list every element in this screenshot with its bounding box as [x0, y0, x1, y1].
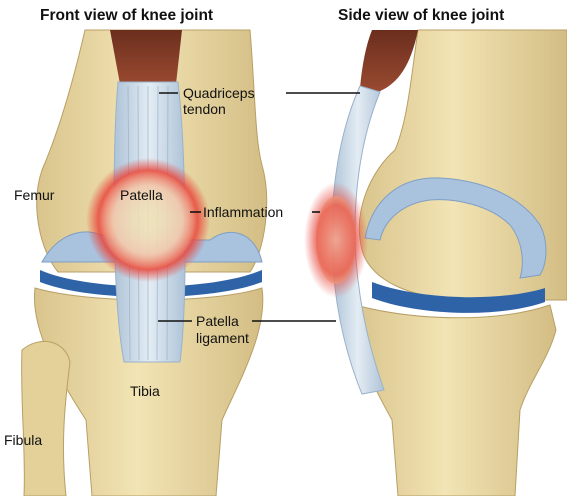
quadriceps-label-line2: tendon — [183, 102, 226, 117]
tibia-label: Tibia — [130, 384, 160, 399]
side-view-title: Side view of knee joint — [338, 8, 504, 23]
side-inflammation-glow — [304, 182, 368, 298]
femur-label: Femur — [14, 188, 54, 203]
front-quadriceps-muscle — [110, 30, 182, 84]
inflammation-label: Inflammation — [203, 205, 283, 220]
front-inflammation-glow — [86, 158, 210, 282]
side-view — [304, 30, 567, 496]
patella-ligament-label-line2: ligament — [196, 331, 249, 346]
fibula-label: Fibula — [4, 433, 42, 448]
patella-ligament-label-line1: Patella — [196, 314, 239, 329]
front-view-title: Front view of knee joint — [40, 8, 213, 23]
quadriceps-label-line1: Quadriceps — [183, 86, 255, 101]
front-fibula — [22, 341, 70, 496]
patella-label: Patella — [120, 188, 163, 203]
side-tibia — [355, 305, 556, 496]
side-quadriceps-muscle — [360, 30, 418, 92]
